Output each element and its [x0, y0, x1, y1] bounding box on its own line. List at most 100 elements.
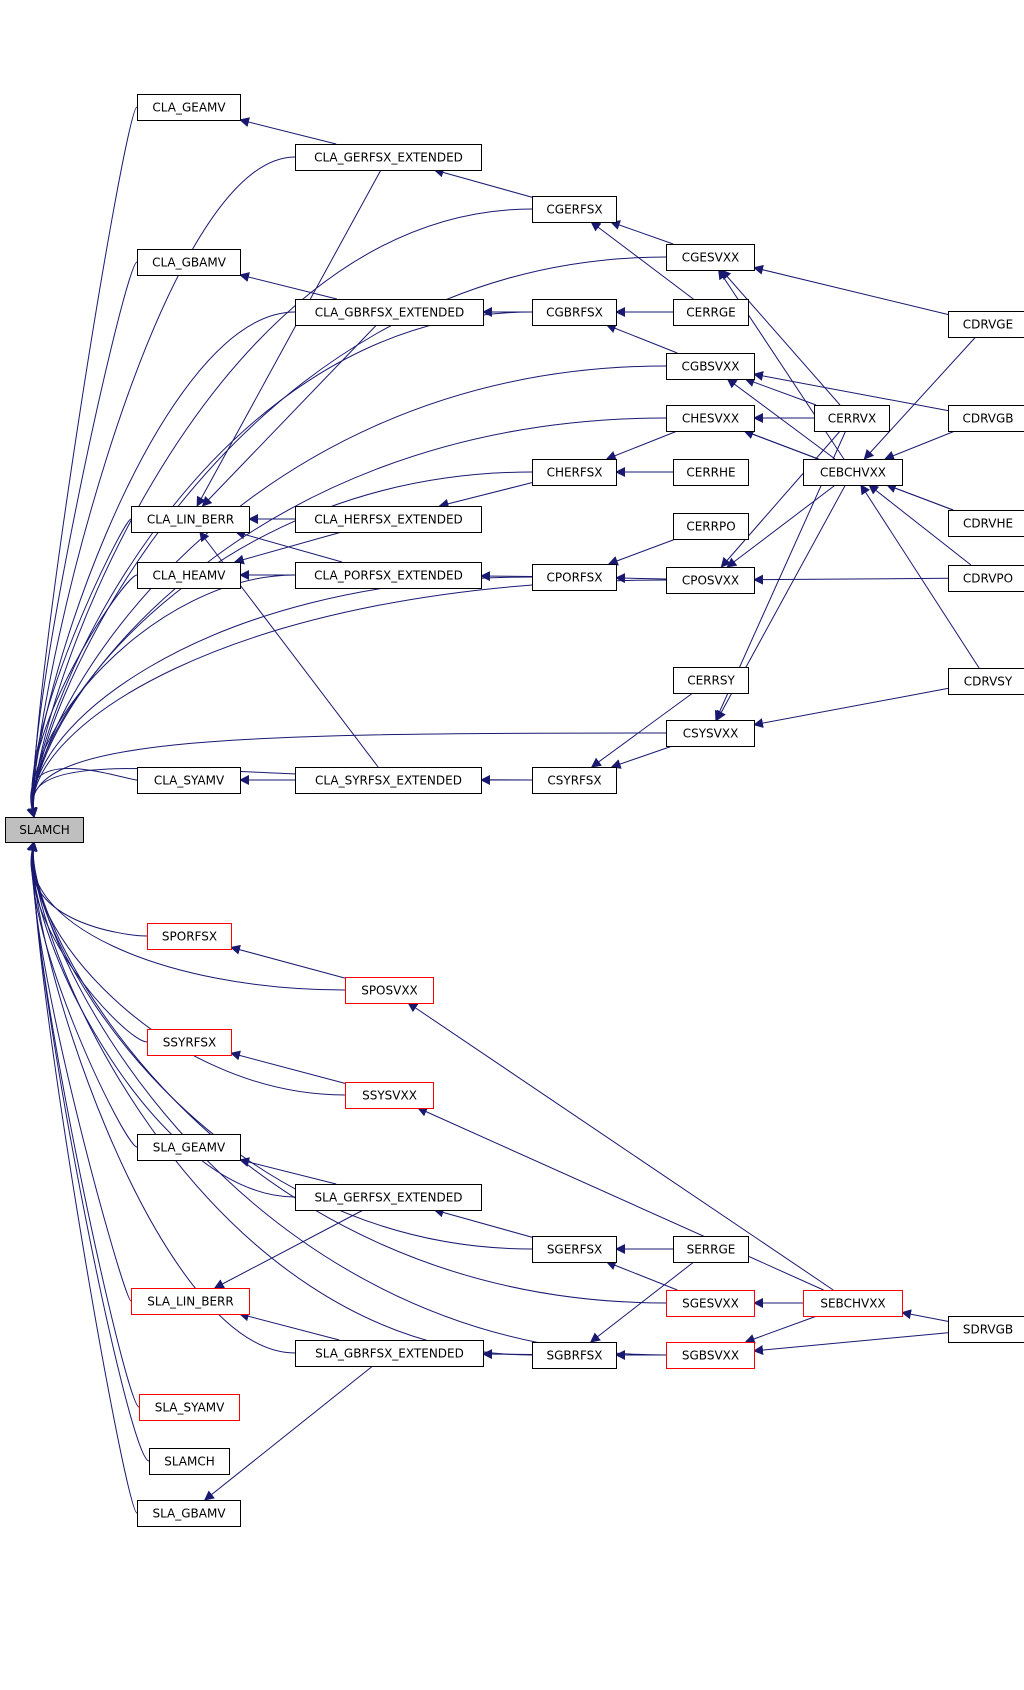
node-cgbsvxx[interactable]: CGBSVXX [666, 353, 755, 380]
node-cla-porfsx-extended[interactable]: CLA_PORFSX_EXTENDED [295, 562, 482, 589]
node-cla-gbrfsx-extended[interactable]: CLA_GBRFSX_EXTENDED [295, 299, 484, 326]
node-cdrvhe[interactable]: CDRVHE [948, 510, 1024, 537]
node-box [948, 565, 1024, 592]
node-cla-heamv[interactable]: CLA_HEAMV [137, 562, 241, 589]
node-sgbsvxx[interactable]: SGBSVXX [666, 1342, 755, 1369]
node-label: SLA_GBRFSX_EXTENDED [315, 1347, 464, 1361]
node-box [948, 405, 1024, 432]
node-sposvxx[interactable]: SPOSVXX [345, 977, 434, 1004]
node-cgesvxx[interactable]: CGESVXX [666, 244, 755, 271]
node-label: SGBSVXX [682, 1349, 739, 1363]
node-box [666, 1290, 755, 1317]
edge-cla_syamv-to-slamch_root [26, 767, 138, 818]
node-cherfsx[interactable]: CHERFSX [532, 459, 617, 486]
node-sla-gbamv[interactable]: SLA_GBAMV [137, 1500, 241, 1527]
node-cla-gbamv[interactable]: CLA_GBAMV [137, 249, 241, 276]
node-box [814, 405, 890, 432]
node-csyrfsx[interactable]: CSYRFSX [532, 767, 617, 794]
node-label: SLA_GEAMV [153, 1141, 226, 1155]
node-label: SLA_SYAMV [155, 1401, 225, 1415]
node-box [673, 1236, 749, 1263]
node-label: SGESVXX [682, 1297, 739, 1311]
node-sporfsx[interactable]: SPORFSX [147, 923, 232, 950]
node-label: CLA_GERFSX_EXTENDED [314, 151, 463, 165]
node-label: SPORFSX [162, 930, 217, 944]
node-cerrvx[interactable]: CERRVX [814, 405, 890, 432]
node-label: CDRVGE [963, 318, 1013, 332]
edge-cdrvpo-to-cposvxx [753, 574, 949, 585]
node-slamch-leaf[interactable]: SLAMCH [149, 1448, 230, 1475]
node-sebchvxx[interactable]: SEBCHVXX [803, 1290, 903, 1317]
edge-cerrvx-to-cgesvxx [720, 269, 841, 406]
node-cdrvsy[interactable]: CDRVSY [948, 668, 1024, 695]
edge-cherfsx-to-slamch_root [27, 471, 533, 818]
edge-cherfsx-to-cla_herfsx_extended [438, 482, 533, 509]
node-cdrvpo[interactable]: CDRVPO [948, 565, 1024, 592]
edge-cposvxx-to-cporfsx [615, 573, 667, 584]
node-cla-syamv[interactable]: CLA_SYAMV [137, 767, 241, 794]
edge-cla_gerfsx_extended-to-cla_lin_berr [196, 169, 382, 507]
node-cla-syrfsx-extended[interactable]: CLA_SYRFSX_EXTENDED [295, 767, 482, 794]
edge-ssysvxx-to-slamch_root [27, 841, 346, 1096]
node-ssyrfsx[interactable]: SSYRFSX [147, 1029, 232, 1056]
node-label: CGBRFSX [546, 306, 603, 320]
node-sla-geamv[interactable]: SLA_GEAMV [137, 1134, 241, 1161]
node-label: CLA_SYRFSX_EXTENDED [315, 774, 462, 788]
node-sla-syamv[interactable]: SLA_SYAMV [139, 1394, 240, 1421]
node-cgerfsx[interactable]: CGERFSX [532, 196, 617, 223]
node-cla-geamv[interactable]: CLA_GEAMV [137, 94, 241, 121]
edge-sla_gerfsx_extended-to-slamch_root [27, 841, 296, 1198]
node-sla-lin-berr[interactable]: SLA_LIN_BERR [131, 1288, 250, 1315]
node-cerrge[interactable]: CERRGE [673, 299, 749, 326]
node-label: CERRGE [686, 306, 736, 320]
edge-cgbsvxx-to-slamch_root [27, 365, 667, 818]
node-sla-gbrfsx-extended[interactable]: SLA_GBRFSX_EXTENDED [295, 1340, 484, 1367]
edge-sgerfsx-to-sla_gerfsx_extended [433, 1207, 533, 1238]
node-label: SLA_LIN_BERR [147, 1295, 233, 1309]
edge-sgesvxx-to-slamch_root [27, 841, 667, 1304]
node-cdrvge[interactable]: CDRVGE [948, 311, 1024, 338]
node-cerrhe[interactable]: CERRHE [673, 459, 749, 486]
node-label: CLA_HEAMV [153, 569, 227, 583]
node-chesvxx[interactable]: CHESVXX [666, 405, 755, 432]
node-cla-lin-berr[interactable]: CLA_LIN_BERR [131, 506, 250, 533]
edge-chesvxx-to-cherfsx [605, 430, 678, 461]
edge-cdrvgb-to-cgbsvxx [753, 370, 949, 412]
edge-cerrvx-to-cposvxx [720, 430, 841, 568]
node-cdrvgb[interactable]: CDRVGB [948, 405, 1024, 432]
node-sdrvgb[interactable]: SDRVGB [948, 1316, 1024, 1343]
node-cla-gerfsx-extended[interactable]: CLA_GERFSX_EXTENDED [295, 144, 482, 171]
edge-cposvxx-to-slamch_root [26, 579, 667, 818]
node-sgesvxx[interactable]: SGESVXX [666, 1290, 755, 1317]
nodes-layer: SLAMCH CLA_GEAMV CLA_GERFSX_EXTENDED CGERFS… [5, 94, 1024, 1527]
node-ssysvxx[interactable]: SSYSVXX [345, 1082, 434, 1109]
node-sgerfsx[interactable]: SGERFSX [532, 1236, 617, 1263]
node-csysvxx[interactable]: CSYSVXX [666, 720, 755, 747]
node-slamch-root[interactable]: SLAMCH [5, 817, 84, 843]
node-cebchvxx[interactable]: CEBCHVXX [803, 459, 903, 486]
node-box [666, 720, 755, 747]
node-box [532, 459, 617, 486]
node-box [803, 1290, 903, 1317]
node-cla-herfsx-extended[interactable]: CLA_HERFSX_EXTENDED [295, 506, 482, 533]
edge-sposvxx-to-sporfsx [230, 944, 346, 979]
node-box [532, 1342, 617, 1369]
edge-cdrvhe-to-cebchvxx [885, 483, 954, 511]
node-cerrpo[interactable]: CERRPO [673, 513, 749, 540]
node-cgbrfsx[interactable]: CGBRFSX [532, 299, 617, 326]
node-serrge[interactable]: SERRGE [673, 1236, 749, 1263]
node-box [295, 562, 482, 589]
node-cposvxx[interactable]: CPOSVXX [666, 567, 755, 594]
edge-sebchvxx-to-sgbsvxx [744, 1315, 818, 1344]
node-label: CPORFSX [547, 571, 603, 585]
node-box [532, 299, 617, 326]
node-label: SSYSVXX [362, 1089, 417, 1103]
node-label: SEBCHVXX [820, 1297, 885, 1311]
node-sla-gerfsx-extended[interactable]: SLA_GERFSX_EXTENDED [295, 1184, 482, 1211]
node-cporfsx[interactable]: CPORFSX [532, 564, 617, 591]
node-label: CLA_LIN_BERR [147, 513, 234, 527]
node-cerrsy[interactable]: CERRSY [673, 667, 749, 694]
node-box [948, 510, 1024, 537]
node-sgbrfsx[interactable]: SGBRFSX [532, 1342, 617, 1369]
